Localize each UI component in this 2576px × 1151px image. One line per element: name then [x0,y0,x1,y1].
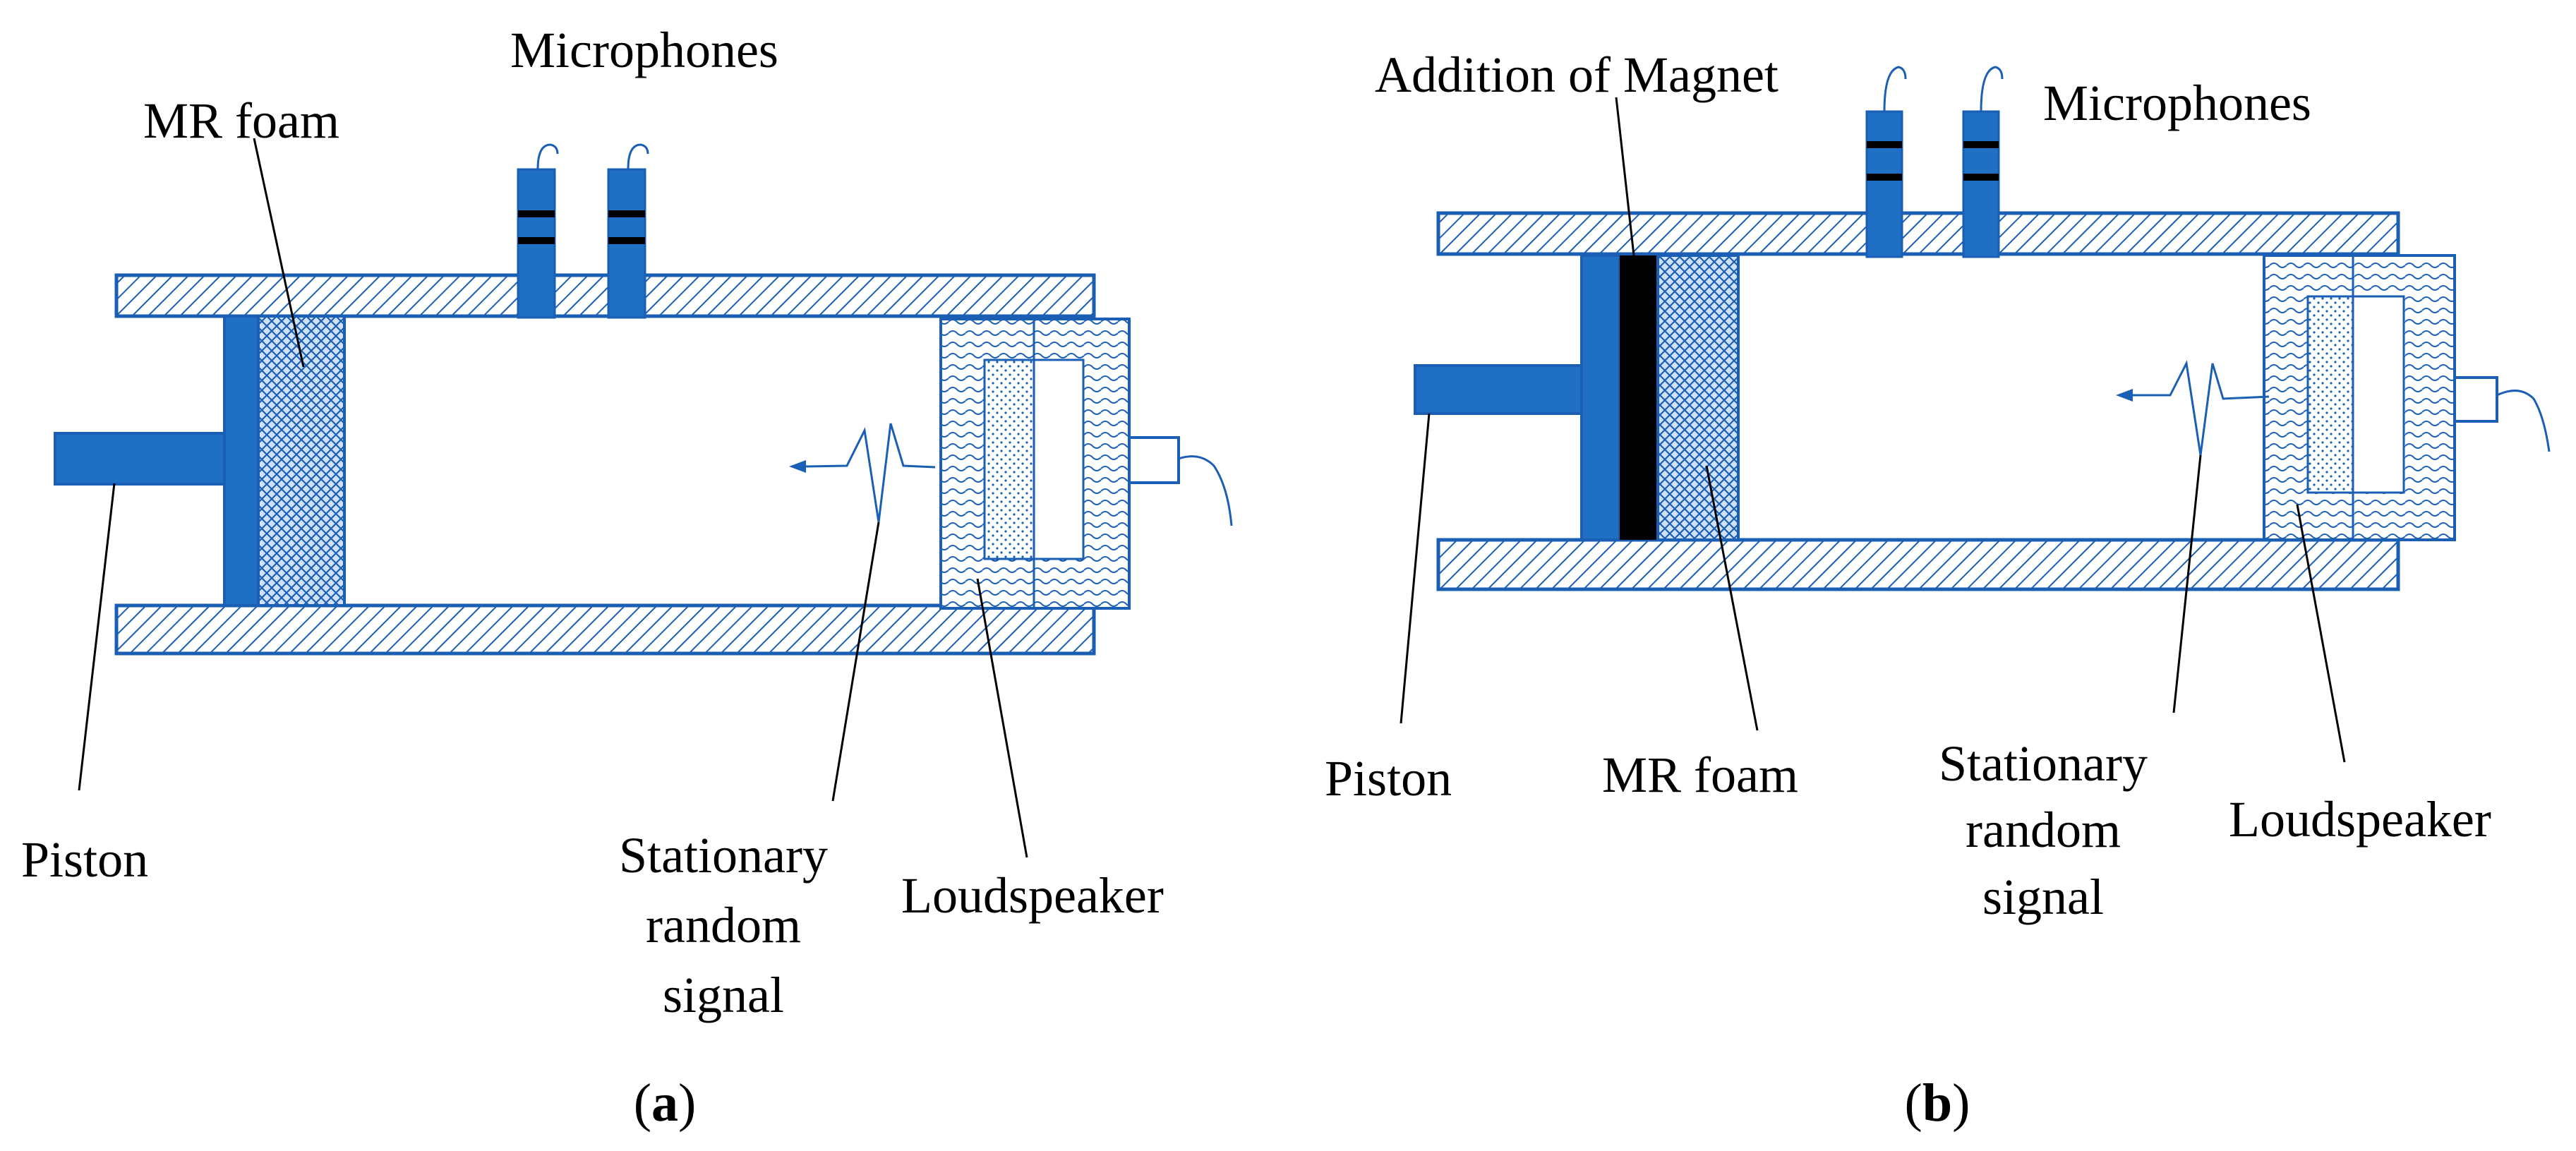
piston-head [1580,254,1621,541]
label-loudspeaker: Loudspeaker [2229,791,2491,848]
caption-b-close: ) [1952,1073,1970,1133]
label-loudspeaker: Loudspeaker [901,867,1164,924]
signal-waveform-icon [2116,360,2270,456]
caption-b: (b) [1905,1073,1970,1133]
label-piston: Piston [1325,750,1452,807]
label-microphones: Microphones [510,22,778,78]
piston-head [223,315,260,607]
caption-b-open: ( [1905,1073,1922,1133]
label-signal-line3: signal [1982,869,2104,925]
leader-line-signal [2172,454,2202,713]
leader-line-mr-foam [253,138,305,368]
microphone-icon [517,143,559,319]
caption-a-letter: a [651,1073,678,1133]
label-signal-line1: Stationary [1939,735,2148,792]
leader-line-piston [1400,413,1431,724]
caption-a-close: ) [678,1073,696,1133]
leader-line-loudspeaker [976,578,1028,858]
loudspeaker-icon [2263,254,2551,541]
label-mr-foam: MR foam [143,92,339,149]
caption-a-open: ( [634,1073,651,1133]
panel-a: Microphones MR foam Piston Stationary ra… [21,22,1233,1133]
microphone-icon [1865,66,1907,258]
label-microphones: Microphones [2043,75,2311,131]
label-piston: Piston [21,831,148,888]
leader-line-signal [831,522,880,802]
microphone-icon [1962,66,2004,258]
caption-a: (a) [634,1073,697,1133]
tube-bottom-wall [1436,538,2400,591]
tube-bottom-wall [114,603,1096,656]
signal-waveform-icon [789,423,936,523]
tube-top-wall [114,273,1096,318]
label-signal-line1: Stationary [619,827,828,884]
label-mr-foam: MR foam [1602,747,1798,803]
piston-rod [1414,364,1583,415]
leader-line-magnet [1615,97,1635,256]
tube-top-wall [1436,211,2400,256]
leader-line-mr-foam [1705,465,1759,731]
loudspeaker-icon [939,318,1233,610]
label-magnet: Addition of Magnet [1375,47,1778,103]
leader-line-loudspeaker [2296,504,2346,763]
piston-rod [54,432,226,486]
label-signal-line3: signal [663,967,784,1023]
magnet-layer [1620,255,1658,540]
label-signal-line2: random [1966,802,2121,858]
label-signal-line2: random [646,897,801,953]
mr-foam-sample [257,315,346,607]
caption-b-letter: b [1922,1073,1952,1133]
microphone-icon [607,143,649,319]
leader-line-piston [78,483,116,791]
mr-foam-sample [1656,254,1740,541]
panel-b: Addition of Magnet Microphones Piston MR… [1325,47,2551,1133]
